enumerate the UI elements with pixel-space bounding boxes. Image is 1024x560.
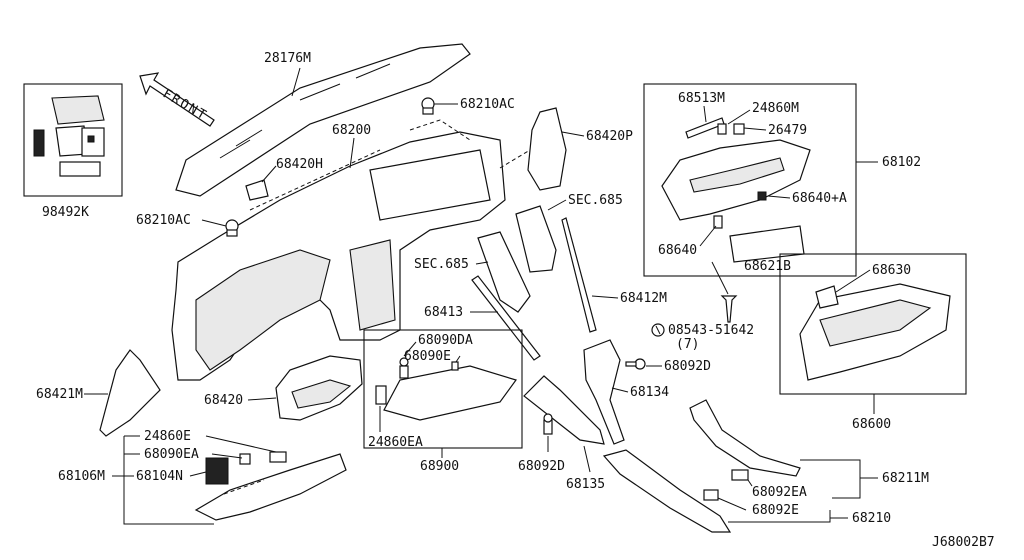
- label-68420H: 68420H: [276, 157, 323, 172]
- label-68420: 68420: [204, 393, 243, 408]
- label-26479: 26479: [768, 123, 807, 138]
- label-68630: 68630: [872, 263, 911, 278]
- label-68200: 68200: [332, 123, 371, 138]
- lower-panel-68106M: [123, 436, 347, 525]
- label-screw-qty: (7): [676, 337, 699, 352]
- lower-cover-box: [363, 329, 523, 449]
- label-68621B: 68621B: [744, 259, 791, 274]
- trim-68135: [523, 375, 605, 445]
- label-68210: 68210: [852, 511, 891, 526]
- label-68090E: 68090E: [404, 349, 451, 364]
- strip-68413: [471, 275, 541, 361]
- label-68210AC-top: 68210AC: [460, 97, 515, 112]
- screw-08543: [711, 261, 738, 323]
- label-68421M: 68421M: [36, 387, 83, 402]
- label-68090DA: 68090DA: [418, 333, 473, 348]
- label-68104N: 68104N: [136, 469, 183, 484]
- screw-callout-symbol: [651, 323, 665, 337]
- label-24860M: 24860M: [752, 101, 799, 116]
- diagram-id: J68002B7: [932, 535, 995, 550]
- label-68135: 68135: [566, 477, 605, 492]
- label-68092E: 68092E: [752, 503, 799, 518]
- front-label: FRONT: [160, 86, 210, 124]
- label-screw: 08543-51642: [668, 323, 754, 338]
- label-68134: 68134: [630, 385, 669, 400]
- label-sec685-right: SEC.685: [568, 193, 623, 208]
- cluster-hood-68420: [275, 355, 363, 421]
- clip-68092D-right: [625, 358, 646, 370]
- instrument-panel: [171, 119, 506, 381]
- clip-68092E: [703, 489, 719, 501]
- label-68090EA: 68090EA: [144, 447, 199, 462]
- label-68210AC-left: 68210AC: [136, 213, 191, 228]
- panel-68420H: [245, 179, 269, 201]
- clip-68092EA: [731, 469, 749, 481]
- glovebox-lid-box: [779, 253, 967, 395]
- label-68211M: 68211M: [882, 471, 929, 486]
- console-side-68211M: [689, 399, 801, 477]
- duct-sec685-right: [515, 205, 557, 273]
- side-finisher-68421M: [99, 349, 161, 437]
- label-68600: 68600: [852, 417, 891, 432]
- label-68513M: 68513M: [678, 91, 725, 106]
- clip-68210AC-left: [225, 219, 239, 237]
- label-68640: 68640: [658, 243, 697, 258]
- label-68413: 68413: [424, 305, 463, 320]
- label-68092D-bottom: 68092D: [518, 459, 565, 474]
- clip-68210AC-top: [421, 97, 435, 115]
- label-24860E: 24860E: [144, 429, 191, 444]
- defroster-panel: [175, 43, 471, 197]
- label-68412M: 68412M: [620, 291, 667, 306]
- label-68092D-right: 68092D: [664, 359, 711, 374]
- label-sec685-left: SEC.685: [414, 257, 469, 272]
- label-68900: 68900: [420, 459, 459, 474]
- front-arrow: [139, 72, 215, 127]
- duct-sec685-left: [477, 231, 531, 313]
- label-28176M: 28176M: [264, 51, 311, 66]
- side-cover-68420P: [499, 107, 567, 191]
- trim-68134: [583, 339, 625, 445]
- label-68640A: 68640+A: [792, 191, 847, 206]
- clip-68092D-bottom: [543, 413, 553, 435]
- label-68102: 68102: [882, 155, 921, 170]
- label-68092EA: 68092EA: [752, 485, 807, 500]
- console-trim-68210: [602, 449, 732, 533]
- glovebox-assembly-box: [643, 83, 857, 277]
- strip-68412M: [561, 217, 597, 333]
- label-68106M: 68106M: [58, 469, 105, 484]
- label-24860EA: 24860EA: [368, 435, 423, 450]
- label-98492K: 98492K: [42, 205, 89, 220]
- label-68420P: 68420P: [586, 129, 633, 144]
- kit-box: [23, 83, 123, 197]
